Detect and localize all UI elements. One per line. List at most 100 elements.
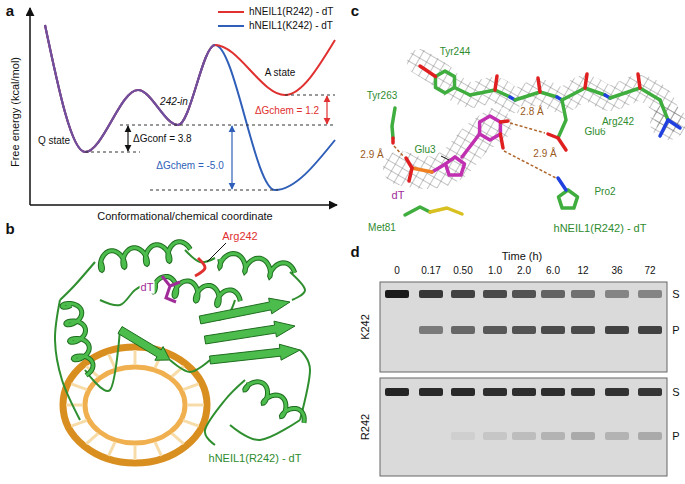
- protein-ribbon: [100, 242, 190, 270]
- stick-model: [480, 116, 501, 140]
- figure-label: dT: [140, 281, 155, 294]
- legend-label: hNEIL1(R242) - dT: [249, 6, 333, 18]
- protein-ribbon: [155, 442, 162, 456]
- figure-label: 12: [577, 265, 588, 277]
- figure-label: 36: [611, 265, 622, 277]
- protein-ribbon: [71, 420, 87, 426]
- legend-line: [218, 11, 244, 13]
- protein-ribbon: [170, 282, 180, 286]
- stick-model: [495, 76, 497, 90]
- gel-band: [638, 388, 662, 396]
- gel-band: [571, 326, 595, 334]
- legend-line: [218, 25, 244, 27]
- stick-model: [558, 178, 566, 190]
- energy-curve: [85, 152, 140, 153]
- protein-ribbon: [207, 243, 226, 262]
- protein-ribbon: [118, 327, 170, 361]
- gel-band: [483, 388, 507, 396]
- stick-model: [638, 74, 640, 88]
- stick-model: [562, 88, 605, 100]
- gel-band: [385, 388, 409, 396]
- stick-model: [660, 120, 668, 136]
- stick-model: [420, 66, 436, 77]
- panel-letter: b: [5, 220, 14, 237]
- gel-band: [571, 290, 595, 298]
- protein-ribbon: [109, 442, 116, 456]
- figure-label: Tyr244: [439, 46, 472, 58]
- legend-samples: [218, 12, 244, 26]
- figure-label: hNEIL1(R242) - dT: [553, 222, 648, 235]
- stick-model: [394, 146, 404, 157]
- gel-band: [451, 432, 475, 440]
- protein-ribbon: [100, 242, 190, 270]
- energy-curve: [45, 25, 335, 190]
- protein-ribbon: [153, 276, 240, 305]
- energy-curve: [285, 95, 335, 96]
- gel-band: [419, 388, 443, 396]
- protein-ribbon: [245, 382, 304, 423]
- figure-label: 2.9 Å: [359, 149, 384, 161]
- energy-curve: [29, 8, 31, 205]
- protein-ribbon: [199, 298, 290, 324]
- figure-label: ΔGchem = 1.2: [255, 105, 319, 117]
- figure-label: 2.9 Å: [532, 148, 557, 160]
- protein-ribbon: [134, 445, 137, 460]
- energy-curve: [45, 25, 335, 152]
- stick-model: [610, 88, 660, 100]
- figure-label: Time (h): [502, 250, 543, 263]
- gel-band: [483, 326, 507, 334]
- protein-ribbon: [183, 384, 199, 390]
- figure-label: Arg242: [601, 116, 635, 128]
- protein-ribbon: [62, 303, 93, 375]
- stick-model: [558, 138, 566, 150]
- figure-label: Free energy (kcal/mol): [9, 57, 22, 167]
- stick-model: [462, 134, 480, 157]
- figure-label: ΔGconf = 3.8: [133, 133, 192, 145]
- gel-band: [638, 326, 662, 334]
- figure-label: K242: [359, 314, 372, 340]
- gel-band: [541, 388, 565, 396]
- gel-band: [541, 432, 565, 440]
- protein-ribbon: [66, 404, 83, 407]
- energy-curve: [150, 190, 278, 191]
- gel-band: [385, 290, 409, 298]
- stick-model: [432, 164, 446, 172]
- stick-model: [500, 121, 508, 122]
- gel-band: [541, 326, 565, 334]
- gel-band: [571, 432, 595, 440]
- protein-ribbon: [187, 404, 204, 407]
- gel-band: [380, 282, 667, 372]
- protein-ribbon: [195, 258, 205, 276]
- stick-model: [470, 90, 510, 97]
- stick-model: [412, 168, 432, 172]
- gel-band: [483, 290, 507, 298]
- gel-band: [451, 326, 475, 334]
- energy-diagram: [30, 8, 337, 205]
- figure-label: S: [672, 288, 679, 301]
- figure-label: Conformational/chemical coordinate: [97, 210, 272, 223]
- stick-model: [409, 168, 412, 181]
- figure-label: P: [672, 430, 679, 443]
- protein-ribbon: [220, 253, 295, 276]
- gel-band: [512, 432, 536, 440]
- protein-ribbon: [134, 350, 137, 365]
- gel-band: [512, 290, 536, 298]
- gel-band: [638, 432, 662, 440]
- panel-letter: d: [350, 243, 359, 260]
- stick-model: [650, 104, 685, 140]
- figure-label: R242: [359, 414, 372, 440]
- protein-ribbon: [153, 276, 240, 305]
- gel-band: [605, 290, 629, 298]
- stick-model: [391, 138, 395, 143]
- stick-model: [510, 123, 545, 133]
- figure-label: 0.50: [453, 265, 472, 277]
- figure-label: Pro2: [593, 186, 616, 198]
- protein-ribbon: [290, 272, 305, 300]
- figure-label: Glu3: [413, 144, 436, 156]
- figure-label: Q state: [38, 135, 70, 147]
- density-model: [392, 62, 685, 215]
- stick-model: [515, 92, 557, 100]
- protein-ribbon: [85, 367, 185, 443]
